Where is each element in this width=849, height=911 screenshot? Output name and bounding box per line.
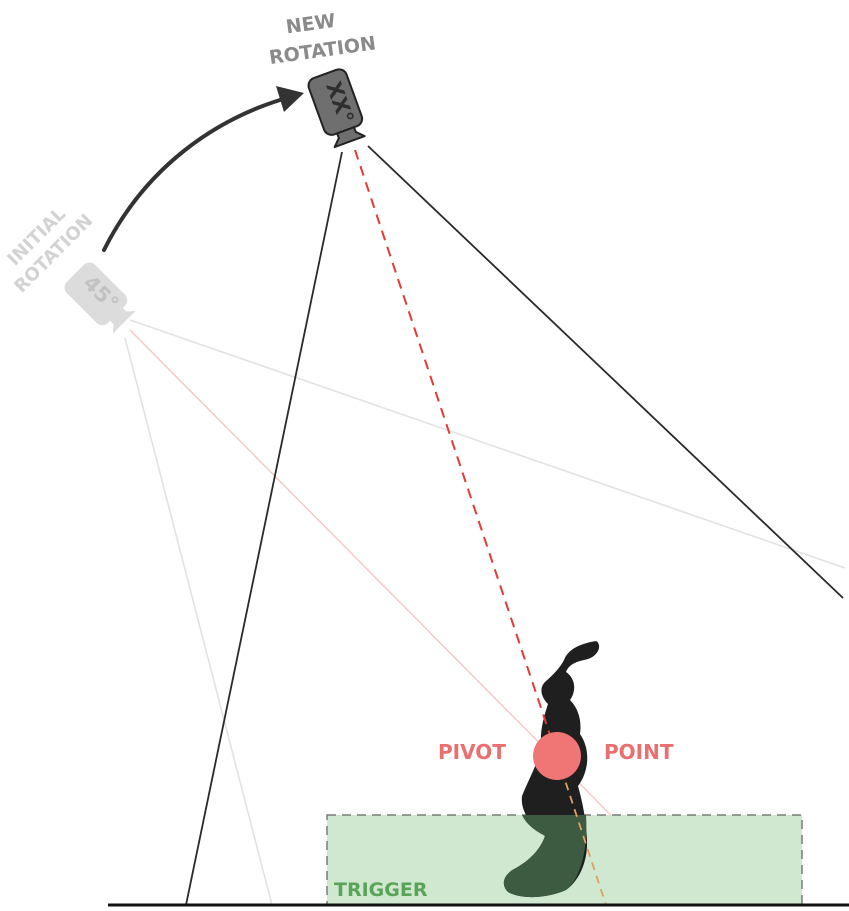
initial-camera: 45° — [64, 262, 136, 334]
initial-camera-frustum — [124, 319, 846, 906]
new-rotation-line-2: ROTATION — [268, 32, 378, 69]
new-rotation-line-1: NEW — [284, 10, 336, 39]
pivot-point — [533, 732, 581, 780]
new-aim-line-extension — [556, 755, 607, 906]
camera-icon — [64, 262, 136, 334]
rotation-arrow — [102, 86, 304, 252]
new-rotation-label: NEW ROTATION — [268, 10, 378, 69]
new-aim-line — [354, 149, 558, 757]
trigger-label: TRIGGER — [334, 879, 428, 901]
pivot-label-right: POINT — [604, 740, 674, 764]
pivot-label-left: PIVOT — [438, 740, 506, 764]
new-camera-frustum — [185, 145, 844, 906]
new-camera: XX° — [307, 68, 366, 149]
initial-aim-line — [129, 329, 701, 906]
camera-icon — [307, 68, 366, 149]
